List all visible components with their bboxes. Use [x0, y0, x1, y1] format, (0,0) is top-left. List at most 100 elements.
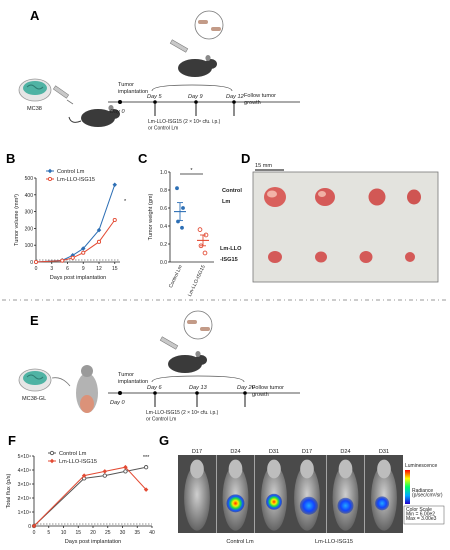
mouse-head [377, 459, 391, 479]
x-axis-label: Days post implantation [65, 539, 122, 545]
panel-a-label: A [30, 8, 40, 23]
significance-marker: *** [143, 455, 150, 461]
timeline-day-marker [243, 391, 247, 395]
timeline-day-marker [153, 100, 157, 104]
text-line: Lm-LLO [220, 246, 242, 252]
x-tick-label: 15 [75, 530, 81, 536]
x-tick-label: 5 [47, 530, 50, 536]
mouse-head [300, 459, 314, 479]
data-point [102, 469, 108, 474]
y-tick-label: 200 [25, 226, 34, 232]
radiance-label: Radiance(p/sec/cm²/sr) [412, 488, 443, 499]
colorbar-title: Luminescence [405, 463, 437, 469]
data-point [112, 217, 117, 223]
panel-b-label: B [6, 151, 15, 166]
legend-label: Control Lm [59, 451, 87, 457]
mouse-treatment-icon-e [159, 336, 207, 373]
y-tick-label: 0 [30, 260, 33, 266]
timeline-treatment-days: Day 5 Day 9 Day 12 [147, 94, 245, 116]
panel-c-label: C [138, 151, 148, 166]
data-point [197, 227, 203, 232]
data-point [102, 473, 107, 478]
text-line: Tumor [118, 372, 134, 378]
y-tick-label: 100 [25, 243, 34, 249]
timeline-day-marker [195, 391, 199, 395]
data-point [80, 246, 86, 251]
x-axis-label: Days post implantation [50, 275, 107, 281]
mouse-ventral-icon [76, 365, 98, 413]
cell-line-label: MC38 [27, 106, 42, 112]
x-tick-label: 0 [33, 530, 36, 536]
category-label: Lm-LLO-ISG15 [187, 264, 207, 297]
colorbar: Luminescence Radiance(p/sec/cm²/sr) Colo… [403, 463, 445, 525]
legend-marker [49, 450, 55, 456]
luminescence-signal [226, 494, 245, 513]
text-line: Color Scale [406, 507, 432, 513]
data-point [96, 227, 102, 233]
y-tick-label: 5×10⁴ [18, 454, 31, 460]
color-scale-box [403, 505, 445, 525]
timeline-day-label: Day 12 [226, 94, 245, 100]
data-point [175, 186, 179, 191]
day-label: D24 [340, 449, 350, 455]
timeline-day-label: Day 9 [188, 94, 203, 100]
day-label: D31 [269, 449, 279, 455]
data-point [81, 250, 86, 255]
row-label-isg15: Lm-LLO-ISG15 [220, 246, 242, 263]
legend-marker [49, 458, 55, 464]
tumor-row-isg15 [268, 251, 415, 263]
text-line: Lm [222, 199, 230, 205]
y-tick-label: 0.4 [160, 224, 167, 230]
panel-e-label: E [30, 313, 39, 328]
tumor-photo [252, 171, 439, 283]
series-line [33, 466, 147, 527]
timeline-day-label: Day 5 [147, 94, 163, 100]
colorbar-gradient [405, 470, 410, 504]
text-line: Min = 6.00e2 [406, 512, 435, 518]
panel-d-label: D [241, 151, 250, 166]
group-label-control: Control Lm [226, 539, 254, 545]
text-line: (p/sec/cm²/sr) [412, 493, 443, 499]
text-line: Radiance [412, 488, 433, 494]
text-line: Follow tumor [252, 385, 284, 391]
legend-marker [47, 176, 53, 182]
text-line: Lm-LLO-ISG15 (2 × 10⁸ cfu. i.p.) [148, 119, 221, 125]
x-tick-label: 3 [50, 266, 53, 272]
y-tick-label: 1.0 [160, 170, 167, 176]
y-tick-label: 0.8 [160, 188, 167, 194]
timeline-day0-label-e: Day 0 [110, 400, 126, 406]
data-point [96, 239, 102, 244]
x-tick-label: 6 [66, 266, 69, 272]
y-tick-label: 400 [25, 193, 34, 199]
y-tick-label: 3×10⁴ [18, 482, 31, 488]
x-tick-label: 0 [35, 266, 38, 272]
text-line: implantation [118, 379, 148, 385]
text-line: Tumor [118, 82, 134, 88]
text-line: Follow tumor [244, 93, 276, 99]
bacteria-dish-icon [194, 10, 224, 40]
data-point [143, 465, 149, 470]
y-tick-label: 0.6 [160, 206, 167, 212]
y-tick-label: 0.2 [160, 242, 167, 248]
data-point [70, 255, 75, 260]
significance-marker: * [124, 199, 127, 205]
timeline-day-marker [153, 391, 157, 395]
y-tick-label: 0.0 [160, 260, 167, 266]
y-tick-label: 0 [28, 524, 31, 530]
timeline-day-label: Day 6 [147, 385, 163, 391]
x-tick-label: 35 [134, 530, 140, 536]
y-axis-label: Total flux (p/s) [6, 473, 12, 508]
timeline-day0-label: Day 0 [110, 109, 126, 115]
data-point [123, 469, 128, 474]
category-label: Control Lm [168, 264, 184, 289]
mouse-head [190, 459, 204, 479]
timeline-day0-marker [118, 100, 122, 104]
luminescence-signal [266, 493, 282, 510]
